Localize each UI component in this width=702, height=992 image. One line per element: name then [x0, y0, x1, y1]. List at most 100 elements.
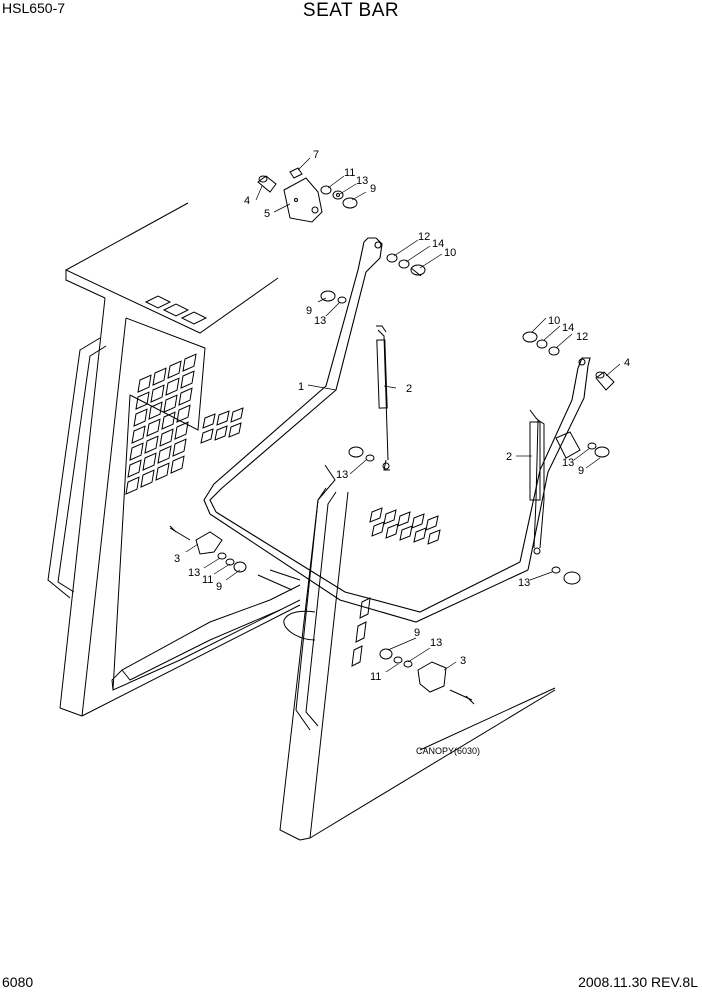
mesh-cell — [135, 391, 150, 410]
mesh-cell — [214, 425, 228, 441]
callout-9-left: 9 — [306, 305, 312, 317]
floor-pan — [283, 610, 316, 641]
mesh-cell — [216, 410, 230, 426]
callout-2-left: 2 — [406, 383, 412, 395]
mesh-cell — [230, 407, 244, 423]
mesh-cell — [182, 353, 197, 372]
washer-stack-13-low-left — [348, 446, 375, 462]
callout-10-upper: 10 — [444, 247, 456, 259]
mesh-cell — [413, 527, 427, 543]
mesh-cell — [127, 459, 142, 478]
mesh-cell — [148, 401, 163, 420]
washer-stack-12-14-10-upper — [386, 253, 426, 277]
callout-1: 1 — [298, 381, 304, 393]
callout-2-right: 2 — [506, 451, 512, 463]
mesh-cell — [155, 462, 170, 481]
mesh-cell — [144, 435, 159, 454]
callout-14-upper: 14 — [432, 238, 444, 250]
washer-stack-13-low-right — [551, 566, 581, 585]
mesh-cell — [167, 360, 182, 379]
mesh-cell — [228, 422, 242, 438]
callout-13-left: 13 — [314, 315, 326, 327]
mesh-cell — [133, 408, 148, 427]
callout-10-right: 10 — [548, 315, 560, 327]
callout-11-lower-left: 11 — [202, 574, 213, 586]
washer-stack-13-9-right — [587, 442, 610, 458]
callout-12-upper: 12 — [418, 231, 430, 243]
right-grab-handle — [295, 487, 337, 731]
bracket-part-3-right — [379, 648, 475, 705]
mesh-cell — [399, 525, 413, 541]
right-panel-slots — [351, 597, 371, 667]
mesh-cell — [180, 370, 195, 389]
callout-12-right: 12 — [576, 331, 588, 343]
mesh-cell — [142, 452, 157, 471]
callout-5: 5 — [264, 208, 270, 220]
mesh-cell — [371, 521, 385, 537]
canopy-roof — [64, 202, 279, 334]
bushing-part-7 — [289, 167, 303, 179]
seat-bar-part-1 — [203, 237, 591, 623]
washer-stack-9-13-left — [320, 290, 347, 304]
mesh-cell — [125, 476, 140, 495]
callout-13-lower-right: 13 — [430, 637, 442, 649]
washer-stack-10-14-12-right — [522, 331, 560, 356]
callout-13-lower-left: 13 — [188, 567, 200, 579]
callout-3-left: 3 — [174, 553, 180, 565]
callout-14-right: 14 — [562, 322, 574, 334]
model-code: HSL650-7 — [2, 0, 66, 16]
mesh-cell — [172, 438, 187, 457]
bracket-part-3-left — [169, 525, 247, 573]
callout-9-lower-right: 9 — [414, 627, 420, 639]
mesh-cell — [427, 529, 441, 545]
stopper-part-4-right — [595, 371, 615, 391]
mesh-cell — [202, 413, 216, 429]
callout-4-right: 4 — [624, 357, 630, 369]
callout-7: 7 — [313, 149, 319, 161]
callout-9-lower-left: 9 — [216, 581, 222, 593]
mesh-cell — [146, 418, 161, 437]
mesh-cell — [161, 411, 176, 430]
callout-labels: 7 11 13 9 4 5 12 14 10 9 13 1 2 13 10 14… — [174, 149, 630, 756]
roof-vent-slots — [144, 295, 208, 325]
mesh-cell — [157, 445, 172, 464]
gas-spring-left — [376, 325, 390, 471]
callout-11-upper: 11 — [344, 167, 355, 179]
mesh-cell — [174, 421, 189, 440]
mesh-cell — [425, 515, 439, 531]
washer-stack-11-13-9-upper — [320, 185, 358, 209]
page-number: 6080 — [2, 974, 34, 990]
mesh-cell — [200, 428, 214, 444]
mesh-cell — [165, 377, 180, 396]
mesh-cell — [383, 509, 397, 525]
callout-9-upper: 9 — [370, 183, 376, 195]
mesh-cell — [397, 511, 411, 527]
mesh-cell — [411, 513, 425, 529]
mesh-cell — [176, 404, 191, 423]
page-title: SEAT BAR — [302, 0, 400, 21]
mesh-cell — [170, 455, 185, 474]
mesh-cell — [163, 394, 178, 413]
mesh-cell — [129, 442, 144, 461]
callout-13-right: 13 — [562, 457, 574, 469]
callout-11-lower-right: 11 — [370, 671, 381, 683]
callout-13-upper: 13 — [356, 175, 368, 187]
date-revision: 2008.11.30 REV.8L — [578, 974, 698, 990]
callout-13-low-right: 13 — [518, 577, 530, 589]
mesh-cell — [152, 367, 167, 386]
stopper-part-4-upper — [257, 175, 277, 193]
left-grab-handle — [47, 337, 107, 599]
bracket-part-5 — [283, 177, 323, 223]
mesh-cell — [369, 507, 383, 523]
callout-4-upper: 4 — [244, 195, 250, 207]
callout-3-right: 3 — [460, 655, 466, 667]
leader-lines — [185, 157, 621, 673]
mesh-cell — [159, 428, 174, 447]
right-canopy-panel — [279, 464, 556, 841]
mesh-cell — [150, 384, 165, 403]
mesh-cell — [131, 425, 146, 444]
mesh-cell — [385, 523, 399, 539]
mesh-cell — [178, 387, 193, 406]
callout-13-low-left: 13 — [336, 469, 348, 481]
